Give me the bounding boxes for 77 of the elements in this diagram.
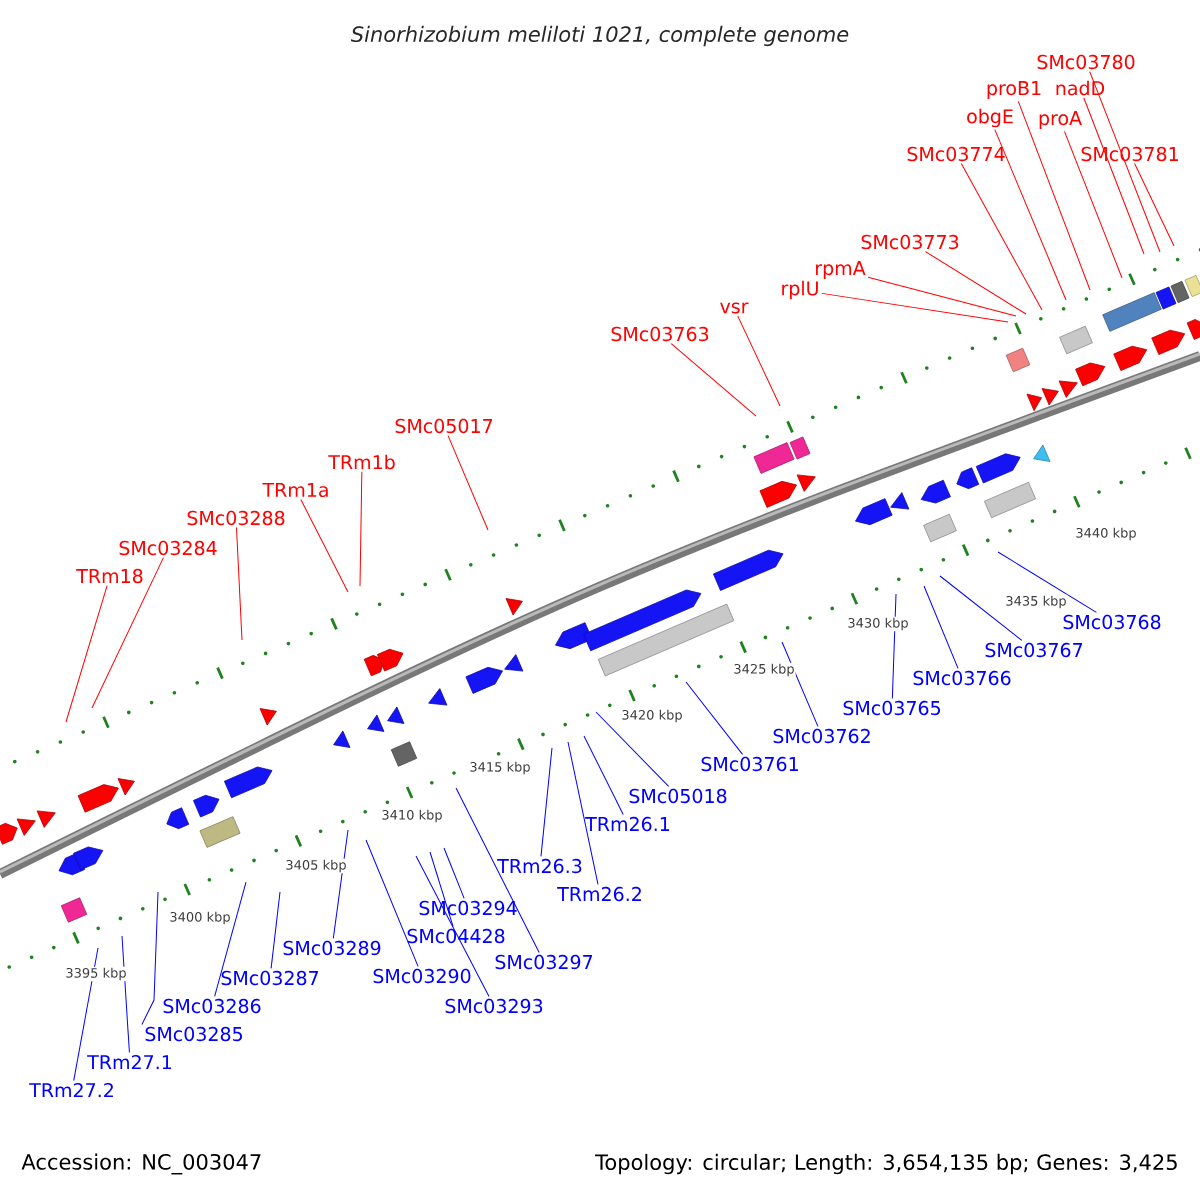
gene-label: SMc03761 (701, 756, 798, 772)
leader-line (540, 747, 553, 857)
leader-line (73, 947, 99, 1082)
gene-label: SMc05017 (395, 418, 493, 434)
gene-label: SMc03767 (985, 642, 1083, 658)
leader-line (1063, 130, 1123, 279)
leader-line (781, 641, 819, 727)
leader-line (415, 855, 490, 997)
leader-line (236, 527, 243, 641)
leader-line (65, 585, 108, 723)
leader-line (583, 735, 624, 815)
gene-label: rplU (782, 280, 818, 300)
gene-label: TRm1a (262, 482, 328, 498)
gene-label: SMc03780 (1037, 54, 1135, 70)
gene-label: SMc03289 (283, 940, 381, 956)
gene-label: SMc03285 (145, 1026, 242, 1042)
leader-line (429, 851, 454, 927)
leader-line (141, 891, 159, 1025)
leader-line (270, 891, 281, 969)
leader-line (443, 847, 465, 899)
gene-label: TRm27.2 (29, 1082, 113, 1098)
gene-label: SMc03290 (373, 968, 471, 984)
gene-label: SMc03762 (773, 728, 870, 744)
gene-label: TRm1b (328, 454, 395, 470)
leader-line (332, 829, 349, 939)
footer-text: Accession: NC_003047 (21, 1153, 261, 1175)
gene-label: SMc03297 (495, 954, 593, 970)
leader-line (447, 435, 489, 531)
gene-label: vsr (720, 302, 749, 314)
leader-line (300, 498, 349, 593)
gene-label: TRm26.1 (585, 816, 670, 832)
gene-label: SMc03763 (611, 326, 709, 342)
gene-label: TRm27.1 (87, 1054, 172, 1070)
gene-label: SMc03288 (187, 510, 285, 526)
leader-line (359, 471, 363, 587)
leader-line (924, 251, 1027, 315)
leader-line (1017, 100, 1091, 291)
gene-label: rpmA (816, 261, 866, 279)
leader-line (595, 711, 670, 787)
gene-label: SMc03766 (913, 670, 1011, 686)
footer-text: Topology: circular; Length: 3,654,135 bp; Genes: 3,425 (595, 1153, 1177, 1175)
gene-label: TRm26.3 (497, 858, 582, 874)
gene-label: SMc03284 (119, 540, 217, 556)
gene-label: obgE (967, 108, 1013, 128)
leader-line (960, 163, 1043, 311)
gene-label: SMc03765 (843, 700, 941, 716)
gene-label: SMc03773 (861, 234, 959, 250)
leader-line (214, 881, 247, 997)
gene-label: TRm18 (76, 568, 143, 584)
leader-line (1083, 97, 1145, 255)
leader-line (685, 681, 744, 755)
leader-line (737, 315, 781, 407)
leader-line (1134, 163, 1175, 247)
gene-label: TRm26.2 (557, 886, 641, 902)
leader-line (994, 129, 1067, 301)
gene-label: SMc03286 (163, 998, 261, 1014)
leader-line (455, 787, 540, 953)
leader-line (670, 343, 757, 417)
leader-line (867, 276, 1017, 317)
leader-line (939, 575, 1023, 641)
leader-line (365, 839, 419, 967)
gene-label: proB1 (987, 81, 1041, 99)
gene-label: SMc05018 (629, 788, 727, 804)
leader-line (821, 292, 1009, 323)
leader-line (891, 593, 897, 699)
gene-label: proA (1039, 111, 1082, 129)
title: Sinorhizobium meliloti 1021, complete genome (350, 25, 849, 47)
gene-label: SMc03768 (1063, 614, 1161, 630)
gene-label: SMc03293 (445, 998, 543, 1014)
leader-line (923, 585, 959, 669)
leader-line (1089, 71, 1161, 253)
leader-line (567, 741, 599, 885)
leader-line (997, 551, 1097, 613)
gene-label: SMc03774 (907, 146, 1005, 162)
leader-line (91, 557, 164, 709)
gene-label: SMc03287 (221, 970, 319, 986)
leader-line (121, 935, 130, 1054)
